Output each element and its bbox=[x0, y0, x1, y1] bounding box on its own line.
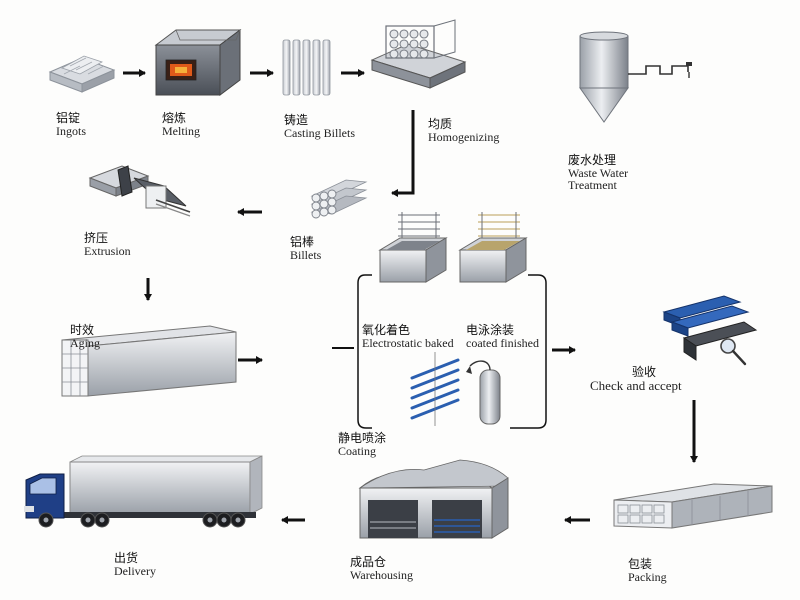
furnace-icon bbox=[154, 29, 242, 96]
waste-water-tank-icon bbox=[579, 31, 692, 123]
label-extrusion-en: Extrusion bbox=[84, 243, 131, 258]
ingots-icon bbox=[48, 55, 116, 93]
label-extrusion: 挤压 Extrusion bbox=[84, 232, 131, 257]
label-coating-zh: 静电喷涂 bbox=[338, 431, 387, 445]
aging-oven-icon bbox=[61, 325, 237, 397]
extrusion-press-icon bbox=[88, 165, 191, 217]
label-electrophoresis-zh: 电泳涂装 bbox=[466, 323, 515, 337]
label-casting: 铸造 Casting Billets bbox=[284, 114, 355, 139]
label-ingots: 铝锭 Ingots bbox=[56, 112, 86, 137]
label-homogenizing: 均质 Homogenizing bbox=[428, 118, 499, 143]
label-oxidation: 氧化着色 Electrostatic baked bbox=[362, 324, 454, 349]
label-billets-zh: 铝棒 bbox=[290, 235, 315, 249]
label-aging: 时效 Aging bbox=[70, 324, 100, 349]
arrow-homogenizing-billets bbox=[391, 110, 415, 197]
label-electrophoresis: 电泳涂装 coated finished bbox=[466, 324, 539, 349]
warehouse-icon bbox=[358, 459, 509, 539]
spray-coating-icon bbox=[410, 352, 501, 426]
homogenizing-furnace-icon bbox=[370, 19, 467, 89]
label-delivery-zh: 出货 bbox=[114, 551, 139, 565]
label-electrophoresis-en: coated finished bbox=[466, 335, 539, 350]
label-coating: 静电喷涂 Coating bbox=[338, 432, 386, 457]
label-oxidation-en: Electrostatic baked bbox=[362, 335, 454, 350]
label-packing-zh: 包装 bbox=[628, 557, 653, 571]
label-waste-water-en: Waste Water bbox=[568, 165, 629, 180]
label-waste-water-en2: Treatment bbox=[568, 178, 617, 193]
label-ingots-en: Ingots bbox=[56, 123, 86, 138]
label-casting-en: Casting Billets bbox=[284, 125, 356, 140]
label-warehousing-en: Warehousing bbox=[350, 567, 414, 582]
label-waste-water-zh: 废水处理 bbox=[568, 153, 617, 167]
electrophoresis-tank-icon bbox=[458, 212, 528, 283]
finishing-bracket-right bbox=[510, 274, 547, 429]
packed-profiles-icon bbox=[613, 483, 773, 529]
label-coating-en: Coating bbox=[338, 443, 376, 458]
label-homogenizing-zh: 均质 bbox=[428, 117, 453, 131]
label-ingots-zh: 铝锭 bbox=[56, 111, 81, 125]
label-warehousing: 成品仓 Warehousing bbox=[350, 556, 413, 581]
label-aging-zh: 时效 bbox=[70, 323, 95, 337]
label-billets-en: Billets bbox=[290, 247, 322, 262]
label-warehousing-zh: 成品仓 bbox=[350, 555, 387, 569]
finishing-bracket-left bbox=[357, 274, 372, 429]
magnifier-icon bbox=[720, 338, 747, 366]
label-delivery-en: Delivery bbox=[114, 563, 156, 578]
label-check-zh: 验收 bbox=[632, 365, 657, 379]
truck-icon bbox=[24, 455, 263, 528]
label-delivery: 出货 Delivery bbox=[114, 552, 156, 577]
billet-bundle-icon bbox=[310, 179, 368, 219]
label-homogenizing-en: Homogenizing bbox=[428, 129, 500, 144]
billet-rods-icon bbox=[282, 39, 331, 96]
label-billets: 铝棒 Billets bbox=[290, 236, 321, 261]
label-waste-water: 废水处理 Waste Water Treatment bbox=[568, 154, 628, 192]
oxidation-tank-icon bbox=[378, 212, 448, 283]
label-check: 验收 Check and accept bbox=[590, 366, 682, 392]
label-casting-zh: 铸造 bbox=[284, 113, 309, 127]
label-check-en: Check and accept bbox=[590, 377, 682, 393]
flow-arrows bbox=[123, 69, 698, 524]
label-extrusion-zh: 挤压 bbox=[84, 231, 109, 245]
label-aging-en: Aging bbox=[70, 335, 100, 350]
label-melting-zh: 熔炼 bbox=[162, 111, 187, 125]
label-oxidation-zh: 氧化着色 bbox=[362, 323, 411, 337]
label-melting: 熔炼 Melting bbox=[162, 112, 200, 137]
blue-profiles-icon bbox=[662, 295, 758, 361]
label-melting-en: Melting bbox=[162, 123, 200, 138]
label-packing-en: Packing bbox=[628, 569, 667, 584]
label-packing: 包装 Packing bbox=[628, 558, 667, 583]
